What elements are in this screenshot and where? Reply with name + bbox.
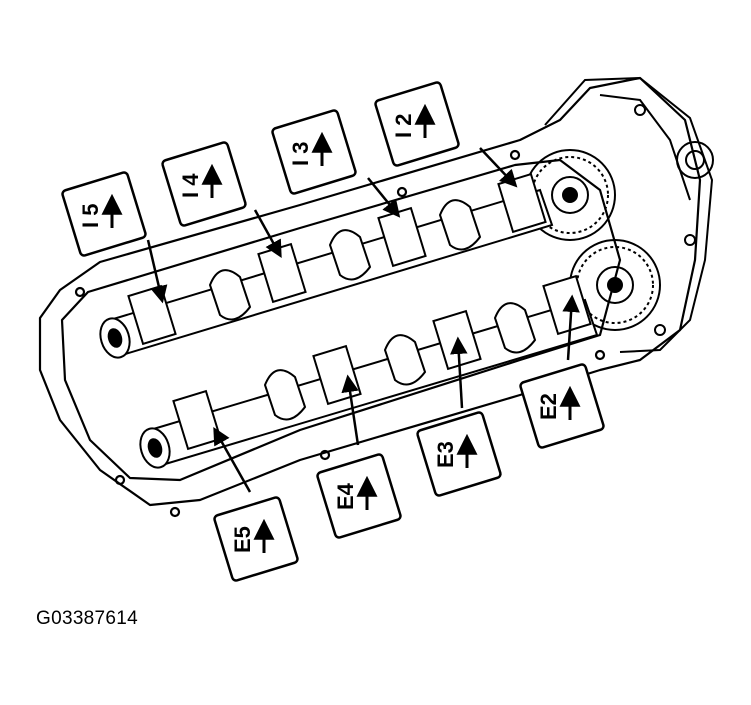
- cylinder-head: [38, 76, 702, 518]
- callout-E4: E4: [316, 453, 402, 539]
- callout-I3: I 3: [271, 109, 357, 195]
- leader-lines: [146, 147, 580, 493]
- callout-I5: I 5: [61, 171, 147, 257]
- exhaust-camshaft: [139, 298, 599, 469]
- callout-label-I5: I 5: [78, 204, 103, 228]
- callout-label-E5: E5: [230, 526, 255, 553]
- callout-label-E2: E2: [536, 393, 561, 420]
- callout-label-I3: I 3: [288, 142, 313, 166]
- figure-id: G03387614: [36, 608, 139, 629]
- callout-E3: E3: [416, 411, 502, 497]
- callout-I2: I 2: [374, 81, 460, 167]
- callout-E2: E2: [519, 363, 605, 449]
- callout-label-I4: I 4: [178, 173, 203, 198]
- timing-housing: [544, 76, 714, 353]
- callout-label-E4: E4: [333, 482, 358, 510]
- intake-camshaft: [99, 188, 554, 359]
- callout-label-E3: E3: [433, 441, 458, 468]
- callout-E5: E5: [213, 496, 299, 582]
- callout-I4: I 4: [161, 141, 247, 227]
- callout-label-I2: I 2: [391, 114, 416, 138]
